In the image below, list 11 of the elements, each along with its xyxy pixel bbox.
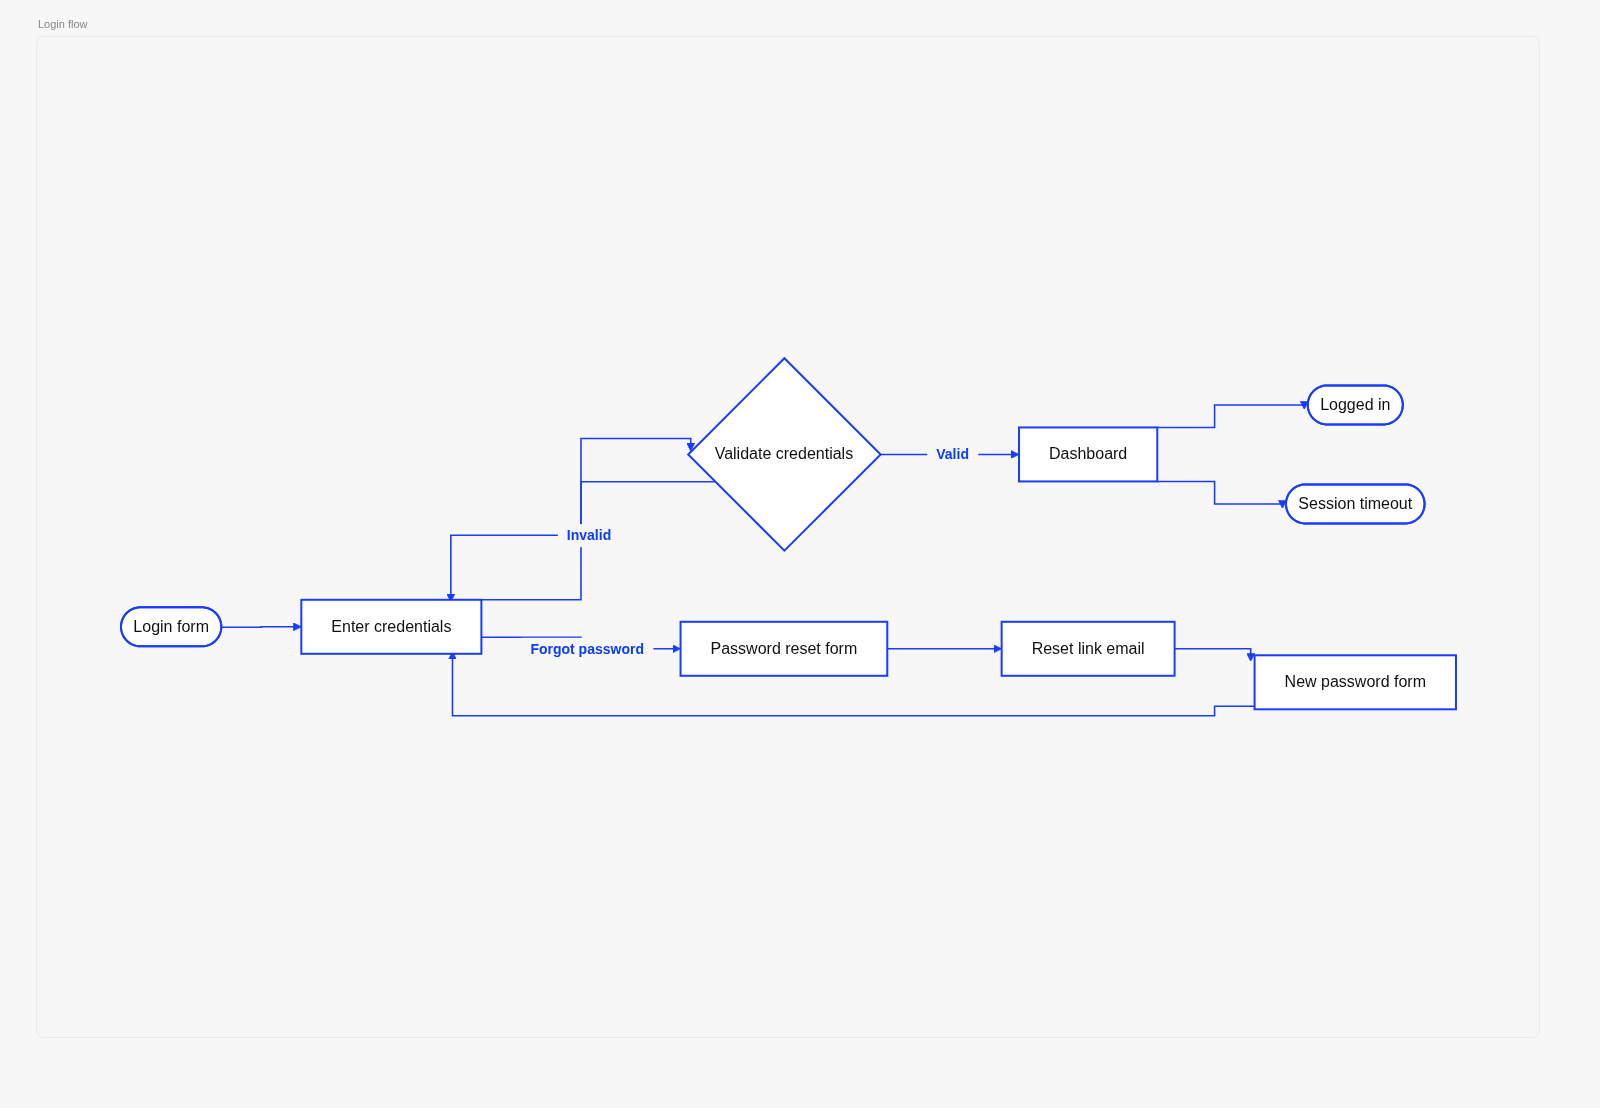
node-box: Enter credentials [299,598,482,655]
arrow [886,644,1002,654]
node-diamond: Validate credentials [686,356,882,553]
node-box: Password reset form [679,620,888,677]
edge-label: Invalid [566,527,611,544]
edge-label: Valid [935,446,969,463]
edge-label: Forgot password [529,640,644,657]
frame-title: Login flow [38,18,88,30]
node-box: Dashboard [1017,426,1158,483]
node-box: Reset link email [1000,620,1176,677]
node-box: New password form [1253,654,1457,711]
